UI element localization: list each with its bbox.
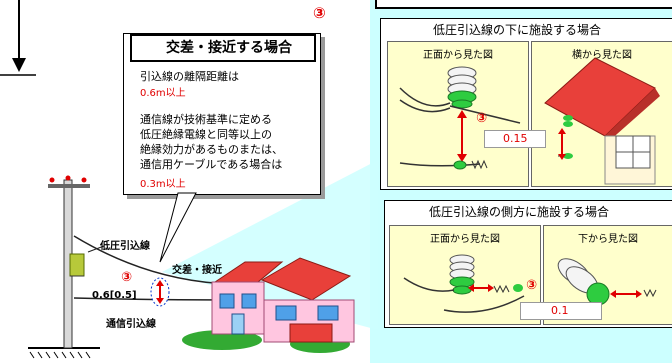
callout-line2: 通信線が技術基準に定める: [140, 113, 272, 126]
power-line-label: 低圧引込線: [100, 241, 150, 252]
down-arrow: [0, 0, 36, 76]
under-badge: ③: [476, 111, 488, 126]
side-distance-box: 0.1: [520, 302, 602, 320]
callout-line3: 低圧絶縁電線と同等以上の: [140, 128, 272, 141]
house-icon: [211, 257, 355, 343]
callout-line5: 通信用ケーブルである場合は: [140, 158, 283, 171]
main-badge: ③: [313, 4, 326, 22]
under-panel-title: 低圧引込線の下に施設する場合: [433, 23, 602, 37]
side-badge: ③: [526, 278, 538, 293]
side-panel-title: 低圧引込線の側方に施設する場合: [429, 205, 610, 219]
insulator-icon: [447, 66, 477, 109]
callout-title: 交差・接近する場合: [166, 40, 292, 56]
under-front-caption: 正面から見た図: [423, 50, 493, 61]
callout-line4: 絶縁効力があるものまたは、: [140, 143, 283, 156]
side-illustration: [403, 254, 657, 313]
panel-header-strip: [375, 0, 672, 9]
scene-badge: ③: [121, 270, 133, 285]
callout-header: 交差・接近する場合: [130, 34, 316, 62]
callout-value2: 0.3m以上: [140, 179, 186, 190]
side-front-caption: 正面から見た図: [430, 234, 500, 245]
comm-line-label: 通信引込線: [106, 319, 156, 330]
side-distance-value: 0.1: [551, 304, 569, 317]
callout-box: 交差・接近する場合 引込線の離隔距離は 0.6m以上 通信線が技術基準に定める …: [123, 33, 321, 195]
callout-line1: 引込線の離隔距離は: [140, 70, 239, 83]
side-below-caption: 下から見た図: [578, 234, 638, 245]
crossing-label: 交差・接近: [172, 265, 222, 276]
under-side-caption: 横から見た図: [572, 50, 632, 61]
under-illustration: [399, 57, 660, 185]
under-distance-box: 0.15: [484, 130, 546, 148]
under-distance-value: 0.15: [503, 132, 528, 145]
clearance-value: 0.6[0.5]: [92, 290, 137, 301]
insulator-icon: [449, 254, 475, 295]
callout-value1: 0.6m以上: [140, 88, 186, 99]
